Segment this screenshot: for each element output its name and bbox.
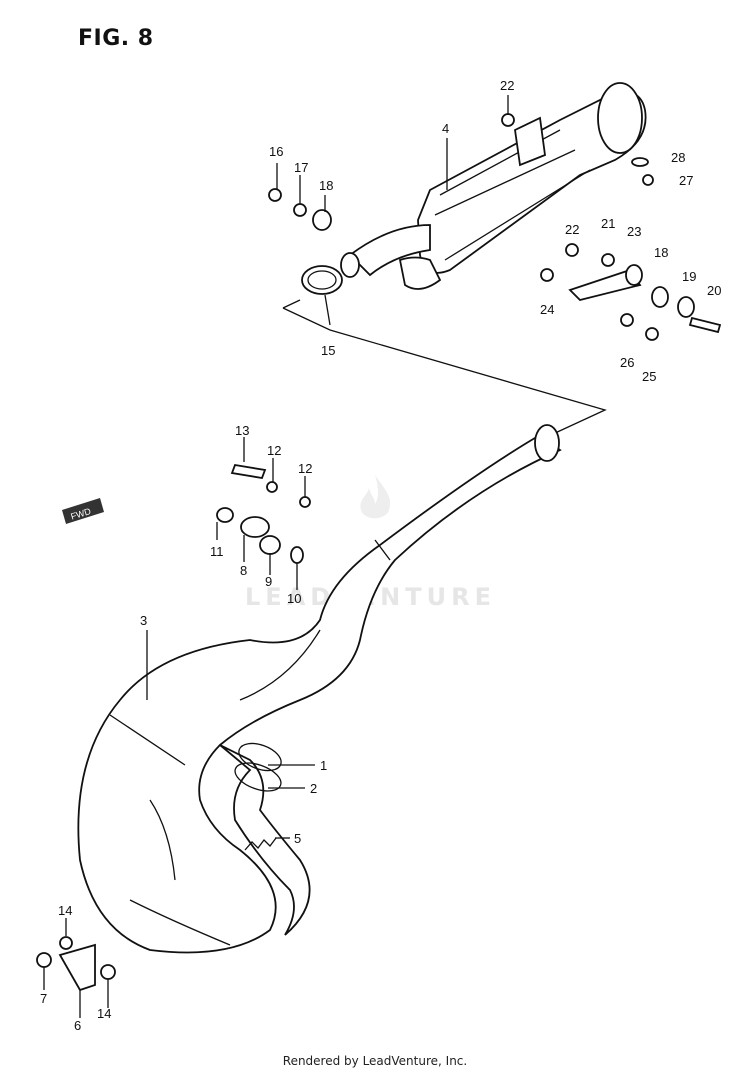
front-direction-marker: FWD: [62, 498, 104, 524]
callout-15: 15: [321, 343, 335, 358]
leader-lines: [43, 95, 509, 1018]
guide-line-main: [282, 307, 607, 441]
callout-9: 9: [265, 574, 272, 589]
callout-7: 7: [40, 991, 47, 1006]
callout-1: 1: [320, 758, 327, 773]
callout-24: 24: [540, 302, 554, 317]
callout-6: 6: [74, 1018, 81, 1033]
callout-16: 16: [269, 144, 283, 159]
figure-title: FIG. 8: [78, 26, 154, 51]
callout-27: 27: [679, 173, 693, 188]
chamber-hardware: [216, 463, 311, 564]
gaskets-and-spring: [234, 742, 282, 851]
callout-3: 3: [140, 613, 147, 628]
callout-10: 10: [287, 591, 301, 606]
callout-12a: 12: [267, 443, 281, 458]
callout-11: 11: [210, 544, 224, 559]
callout-labels: 1 2 3 4 5 6 7 8 9 10 11 12 12 13 14 14 1…: [40, 78, 721, 1033]
callout-21: 21: [601, 216, 615, 231]
expansion-chamber: [77, 424, 562, 954]
footer-credit: Rendered by LeadVenture, Inc.: [282, 1054, 468, 1068]
callout-25: 25: [642, 369, 656, 384]
callout-14a: 14: [58, 903, 72, 918]
callout-2: 2: [310, 781, 317, 796]
callout-8: 8: [240, 563, 247, 578]
lower-bracket-hardware: [36, 936, 116, 992]
muffler: [301, 82, 647, 295]
callout-22a: 22: [500, 78, 514, 93]
callout-13: 13: [235, 423, 249, 438]
callout-17: 17: [294, 160, 308, 175]
callout-22b: 22: [565, 222, 579, 237]
guide-line-left: [282, 299, 301, 309]
callout-5: 5: [294, 831, 301, 846]
watermark-flame-icon: [345, 470, 405, 535]
callout-18a: 18: [319, 178, 333, 193]
callout-18b: 18: [654, 245, 668, 260]
callout-14b: 14: [97, 1006, 111, 1021]
callout-12b: 12: [298, 461, 312, 476]
callout-26: 26: [620, 355, 634, 370]
callout-19: 19: [682, 269, 696, 284]
callout-20: 20: [707, 283, 721, 298]
callout-28: 28: [671, 150, 685, 165]
callout-4: 4: [442, 121, 449, 136]
callout-23: 23: [627, 224, 641, 239]
